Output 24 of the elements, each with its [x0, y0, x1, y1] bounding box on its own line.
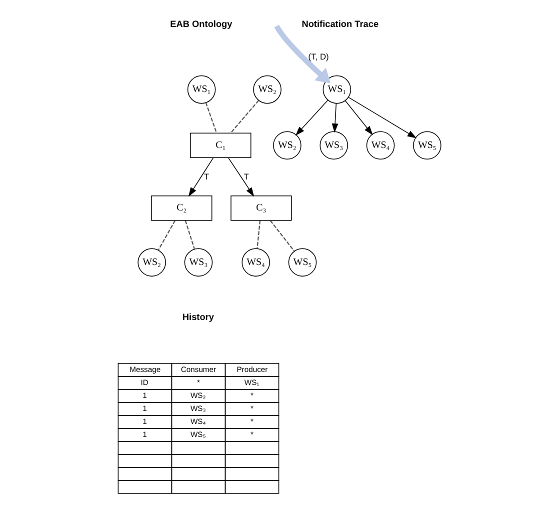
label: *	[250, 430, 253, 439]
label: 1	[142, 404, 146, 413]
label: ID	[140, 378, 148, 387]
edge-label: T	[243, 172, 248, 182]
label: WS₂	[190, 390, 206, 400]
label: WS₅	[190, 430, 206, 439]
label: Message	[129, 364, 160, 374]
label: Notification Trace	[301, 18, 378, 29]
label: 1	[142, 390, 146, 400]
edge-label: (T, D)	[308, 52, 328, 62]
label: Producer	[236, 364, 268, 374]
edge-label: T	[203, 172, 209, 182]
label: WS₄	[190, 416, 206, 426]
label: EAB Ontology	[170, 18, 232, 29]
label: 1	[142, 430, 146, 439]
label: *	[196, 378, 200, 387]
label: *	[250, 404, 253, 413]
label: 1	[142, 416, 146, 426]
label: Consumer	[180, 364, 216, 374]
label: *	[250, 390, 253, 400]
label: History	[182, 312, 214, 322]
label: WS₁	[244, 378, 259, 387]
label: WS₃	[190, 404, 206, 413]
label: *	[250, 416, 253, 426]
